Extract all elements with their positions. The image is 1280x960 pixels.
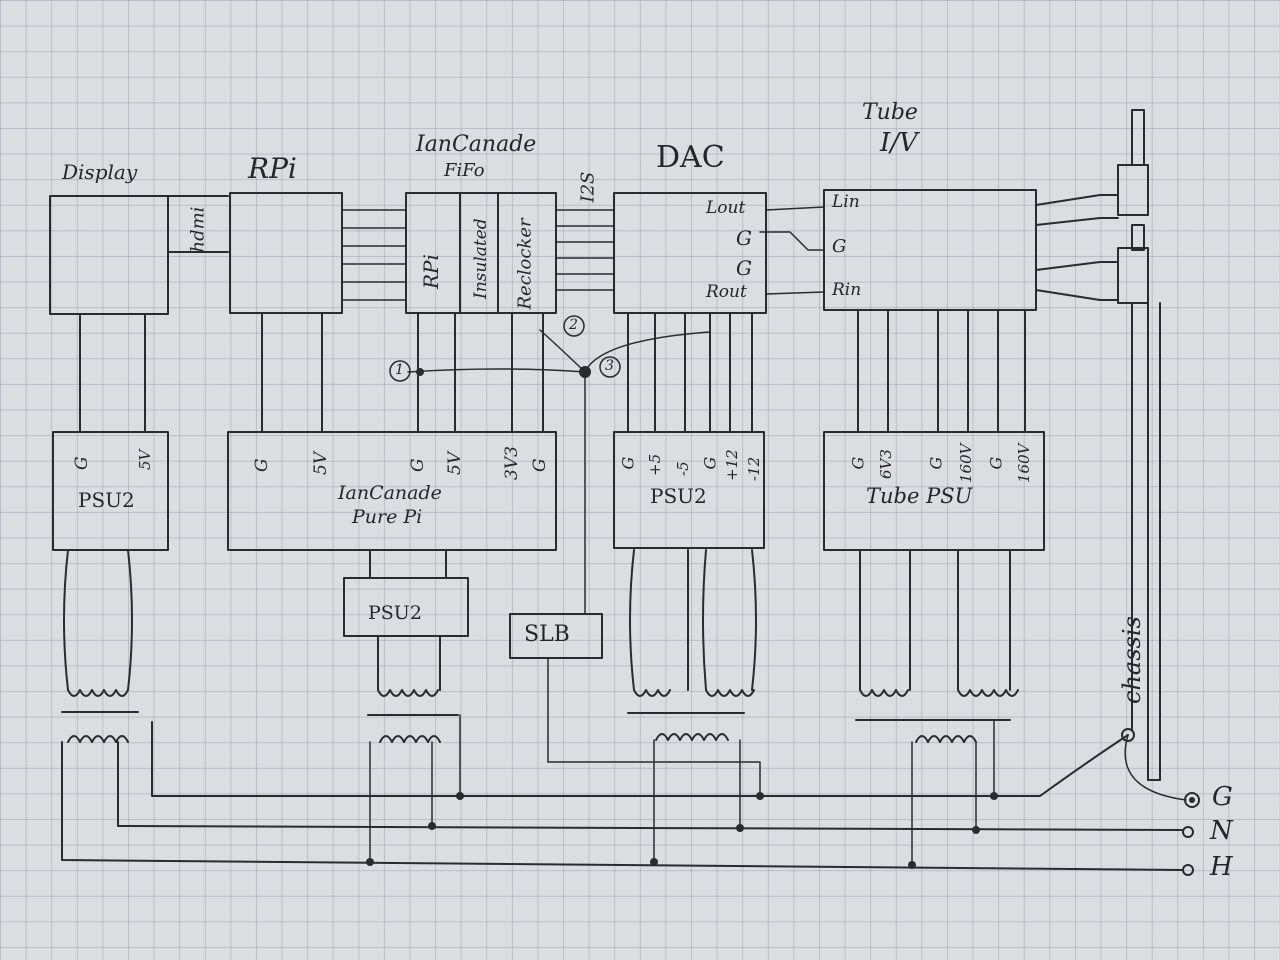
tube-psu-pin: G (848, 456, 868, 470)
output-jacks (1035, 109, 1149, 304)
psu-dac-name: PSU2 (650, 484, 707, 508)
pure-pi-block (227, 431, 557, 551)
psu-display-pin: G (72, 456, 92, 470)
mains-label-g: G (1212, 782, 1233, 812)
dac-pin-g1: G (736, 226, 752, 250)
rpi-fifo-ribbon (341, 209, 407, 301)
chassis-rail (1131, 302, 1161, 781)
psu-dac-pin: +5 (646, 453, 664, 476)
mains-label-h: H (1210, 852, 1233, 882)
pure-pi-name-line2: Pure Pi (352, 506, 423, 528)
pure-pi-pin: G (408, 458, 428, 472)
dac-block (613, 192, 767, 314)
fifo-title-line1: IanCanade (416, 132, 537, 157)
tube-psu-name: Tube PSU (866, 484, 973, 508)
tube-pin-g: G (832, 236, 847, 257)
pure-pi-pin: G (530, 458, 550, 472)
mains-bus (61, 714, 1200, 876)
psu-dac-pin: +12 (723, 449, 741, 481)
node-3: 3 (605, 358, 614, 374)
tube-pin-lin: Lin (832, 192, 860, 212)
pure-pi-pin: 3V3 (502, 446, 522, 480)
fifo-section-insulated: Insulated (471, 218, 491, 299)
ground-star (389, 315, 711, 615)
display-block (49, 195, 229, 315)
tube-psu-block (823, 431, 1045, 551)
psu-dac-pin: G (618, 456, 638, 470)
tube-psu-pin: G (986, 456, 1006, 470)
psu-dac-pin: -5 (674, 461, 692, 476)
mains-label-n: N (1210, 816, 1233, 846)
dac-pin-lout: Lout (706, 198, 746, 218)
chassis-label: chassis (1118, 616, 1146, 704)
i2s-bus (555, 209, 615, 291)
rpi-title: RPi (248, 152, 297, 185)
tube-title-line1: Tube (862, 100, 918, 125)
node-1: 1 (395, 362, 404, 378)
fifo-section-reclocker: Reclocker (514, 218, 536, 310)
slb-block (509, 613, 603, 659)
dac-pin-rout: Rout (706, 282, 747, 302)
rpi-block (229, 192, 343, 314)
pure-pi-pin: 5V (311, 451, 331, 475)
psu-dac-pin: G (700, 456, 720, 470)
power-leads (79, 309, 1026, 433)
fifo-title-line2: FiFo (444, 160, 485, 181)
psu-small-block (343, 577, 469, 637)
display-title: Display (62, 160, 138, 184)
tube-psu-pin: G (926, 456, 946, 470)
psu-display-name: PSU2 (78, 488, 135, 512)
i2s-label: I2S (577, 171, 599, 203)
dac-title: DAC (656, 140, 725, 175)
node-2: 2 (569, 317, 578, 333)
tube-title-line2: I/V (880, 128, 918, 158)
psu-small-name: PSU2 (368, 602, 422, 624)
transformer-coils (61, 689, 1019, 743)
tube-psu-pin: 160V (957, 443, 975, 483)
pure-pi-pin: G (252, 458, 272, 472)
pure-pi-pin: 5V (445, 451, 465, 475)
secondary-legs (63, 549, 1011, 691)
dac-pin-g2: G (736, 256, 752, 280)
tube-psu-pin: 6V3 (877, 449, 895, 479)
hdmi-label: hdmi (187, 206, 209, 253)
slb-name: SLB (524, 622, 570, 647)
dac-tube-wiring (759, 206, 825, 295)
tube-psu-pin: 160V (1015, 443, 1033, 483)
fifo-block (405, 192, 557, 314)
psu-dac-block (613, 431, 765, 549)
fifo-section-rpi: RPi (419, 254, 443, 289)
psu-display-pin: 5V (136, 449, 154, 470)
psu-display-block (52, 431, 169, 551)
psu-dac-pin: -12 (745, 456, 763, 481)
pure-pi-name-line1: IanCanade (338, 482, 442, 504)
tube-pin-rin: Rin (832, 280, 862, 300)
